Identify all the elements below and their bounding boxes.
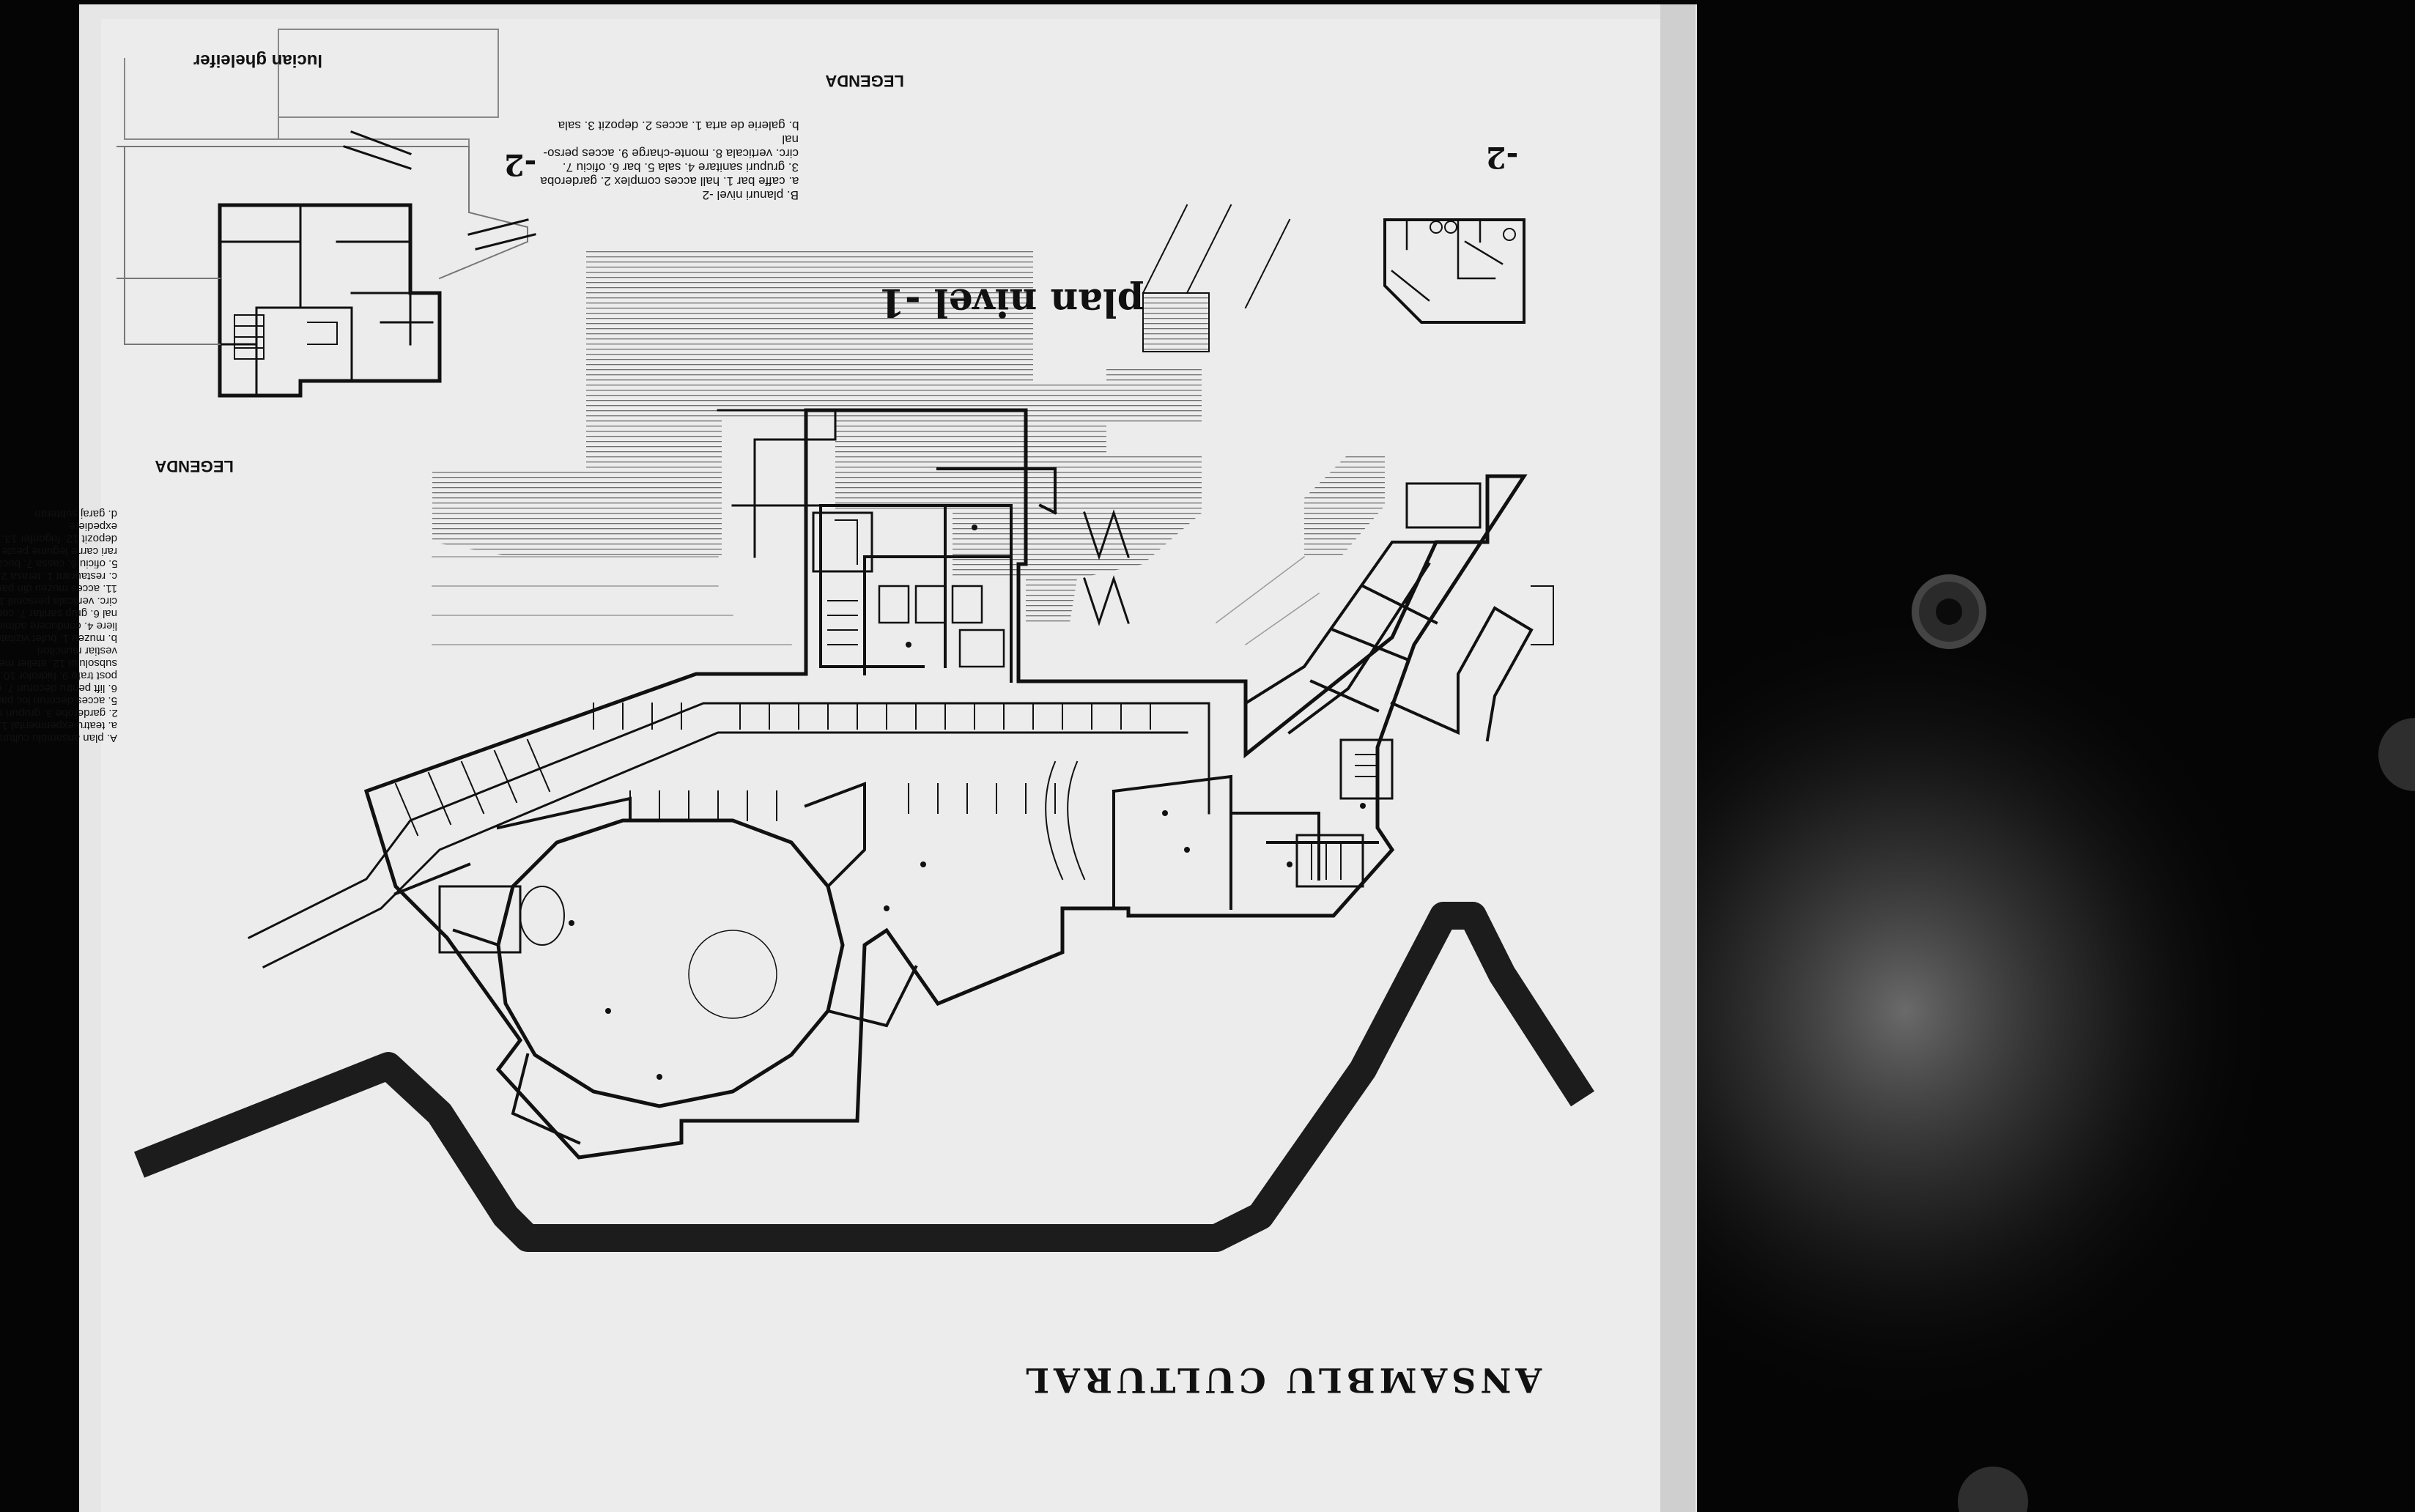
parking-bays-top [593, 703, 1151, 730]
legend-a-line: 5. oficiu 6. cassa 7. bucătarie calda, r… [0, 557, 118, 570]
terrain-hatch [432, 249, 1202, 557]
ramp-diagonals [1142, 204, 1291, 309]
building-outline [363, 408, 1528, 1160]
central-cells [878, 585, 1005, 668]
legend-a-line: vestiar muncitori [37, 645, 117, 657]
light-reflection [1524, 601, 2286, 1421]
board-title: ANSAMBLU CULTURAL [1021, 1360, 1542, 1400]
legend-a-line: 5. acces decoruri loc parcare tractor și… [0, 694, 117, 707]
museum-stairs [1355, 585, 1554, 777]
legend-b-line: nal [782, 133, 799, 147]
legend-b-line: 3. grupuri sanitare 4. sala 5. bar 6. of… [563, 160, 799, 174]
theatre-hall [496, 818, 845, 1108]
level-label-left: -2 [504, 147, 536, 182]
central-service [812, 511, 873, 573]
legend-heading-b: LEGENDA [825, 72, 904, 90]
legend-a-line: a. teatru experimental 1. hall acces aut… [0, 719, 117, 732]
legend-a-line: depozit 12. frigorifer 13. alimentare 14… [0, 533, 117, 545]
driveway-inner [262, 731, 1188, 969]
legend-a-line: expediere [69, 520, 117, 533]
ramp-hatch [1142, 292, 1210, 352]
central-stairs [827, 519, 858, 645]
theatre-stage [688, 930, 777, 1019]
inset-building-walls [218, 203, 442, 398]
legend-a-line: circ. verticala personal 10. alimentare … [0, 595, 117, 607]
drawing-board [101, 19, 1663, 1512]
legend-b-block: B. planuri nivel -2a. caffe bar 1. hall … [540, 119, 799, 202]
foyer-stair [519, 886, 565, 946]
column-markers [569, 525, 1410, 1080]
restaurant-block [1112, 774, 1379, 910]
inset-ramp [343, 130, 536, 251]
legend-a-line: b. muzeu 1. bufet vizitatori 2. laborato… [0, 632, 117, 645]
museum-room-top [1405, 482, 1482, 529]
legend-b-line: a. caffe bar 1. hall acces complex 2. ga… [540, 174, 799, 188]
legend-a-line: liere 4. conducere administrativa 5. ves… [0, 620, 117, 632]
legend-a-line: 6. lift pentru decoruri 7. centrala cond… [0, 682, 117, 694]
parking-bays-left [394, 738, 551, 837]
board-text: ANSAMBLU CULTURAL plan nivel -1 lucian g… [0, 51, 1542, 1400]
terrain-hatch-right [1304, 454, 1385, 557]
board-edge [1660, 4, 1695, 1512]
inset-stair-treads [234, 322, 338, 349]
restaurant-kitchen-grid [1311, 842, 1342, 880]
author-name: lucian gheleifer [193, 51, 322, 70]
theatre-wings [393, 782, 918, 1145]
legend-b-line: B. planuri nivel -2 [703, 188, 799, 202]
contour-lines [432, 555, 1320, 646]
legend-a-line: rari carne legume peste 9. patiserie 10.… [0, 545, 117, 557]
inset-terrain [117, 146, 529, 345]
level-2-plan-right [1383, 218, 1525, 324]
wall-bolt-hole [1936, 598, 1962, 625]
legend-a-line: d. garaj subteran [34, 508, 117, 520]
legend-heading-a: LEGENDA [155, 457, 234, 475]
legend-b-line: b. galerie de arta 1. acces 2. depozit 3… [558, 119, 799, 133]
restaurant-kitchen [1295, 834, 1364, 888]
legend-a-line: nal 6. grup sanitar 7. condiționare 8. d… [0, 607, 117, 620]
parking-ramp-curve [1045, 760, 1086, 881]
legend-a-line: c. restaurant 1. terasa 2. sala 3. hall … [0, 570, 117, 582]
legend-b-line: circ. verticala 8. monte-charge 9. acces… [543, 147, 799, 160]
upper-corridor [717, 409, 837, 558]
legend-a-line: 11. acces muzeu din parcaj [0, 582, 117, 595]
terrain-hatch-center [835, 440, 1202, 623]
site-path-ribbon [133, 902, 1594, 1252]
legend-a-line: A. plan ansamblu cultural nivel -1 [0, 732, 117, 744]
wall-bolt-bottom [1958, 1467, 2028, 1512]
driveway-outer [247, 702, 1210, 940]
museum-room [1339, 738, 1394, 800]
legend-a-line: post trafo 9. hidrofor 10. centrala term… [0, 670, 117, 682]
museum-wing [1243, 541, 1534, 742]
legend-a-line: subsolului 12. atelier mecanic 13. grup … [0, 657, 117, 670]
stair-markers [1083, 509, 1130, 626]
legend-a-block: A. plan ansamblu cultural nivel -1a. tea… [0, 508, 118, 744]
level-2-plan-left [117, 29, 536, 398]
inset-interior-walls [218, 204, 434, 397]
legend-a-line: 2. garderobe 3. grupuri sanitare public … [0, 707, 118, 719]
wall-bolt-right [2378, 718, 2415, 791]
inset-site-outline [278, 29, 499, 118]
floor-plan-drawing [117, 29, 1554, 1160]
plan-title: plan nivel -1 [879, 280, 1144, 325]
level-label-right: -2 [1486, 140, 1518, 174]
